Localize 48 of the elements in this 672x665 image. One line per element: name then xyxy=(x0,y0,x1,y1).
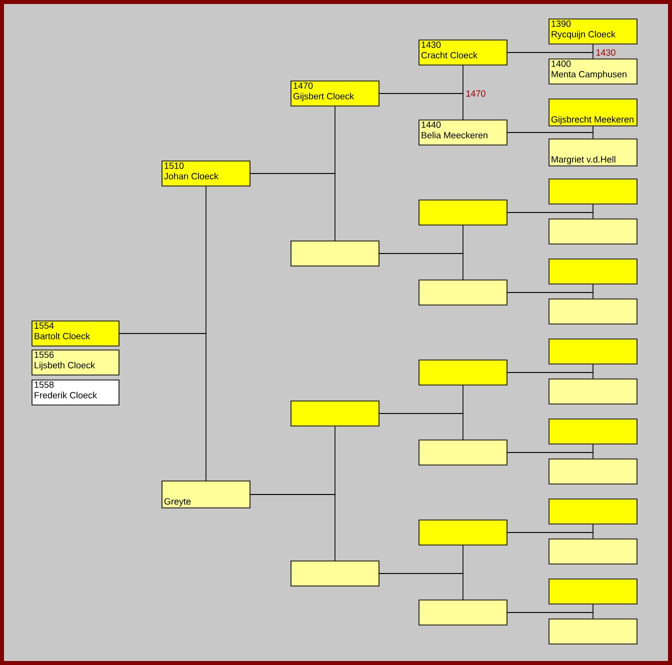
person-box xyxy=(548,378,638,404)
person-box xyxy=(418,520,508,546)
connector-line xyxy=(250,173,336,242)
person-box xyxy=(548,338,638,364)
person-box: 1510 Johan Cloeck xyxy=(162,160,250,186)
person-box xyxy=(548,418,638,444)
person-box: Margriet v.d.Hell xyxy=(548,138,638,166)
person-box xyxy=(418,280,508,306)
connector-line xyxy=(378,253,464,280)
connector-line xyxy=(506,612,594,620)
person-box: 1554 Bartolt Cloeck xyxy=(32,320,120,346)
person-box: 1440 Belia Meeckeren xyxy=(418,120,508,146)
person-box xyxy=(290,400,380,426)
connector-line xyxy=(506,532,594,540)
connector-line xyxy=(506,52,594,60)
connector-line xyxy=(506,212,594,220)
connector-line xyxy=(506,292,594,300)
connector-line xyxy=(506,132,594,140)
connector-line xyxy=(250,494,336,562)
person-box xyxy=(548,618,638,644)
connector-line xyxy=(378,413,464,440)
person-box: 1558 Frederik Cloeck xyxy=(32,380,120,406)
person-box: 1400 Menta Camphusen xyxy=(548,58,638,84)
person-box xyxy=(548,538,638,564)
person-box xyxy=(548,258,638,284)
person-box xyxy=(548,578,638,604)
person-box: 1556 Lijsbeth Cloeck xyxy=(32,350,120,376)
person-box: 1390 Rycquijn Cloeck xyxy=(548,18,638,44)
connector-line xyxy=(506,372,594,380)
connector-line xyxy=(506,452,594,460)
person-box xyxy=(548,298,638,324)
person-box xyxy=(290,240,380,266)
person-box: Gijsbrecht Meekeren xyxy=(548,98,638,126)
person-box xyxy=(418,600,508,626)
person-box: Greyte xyxy=(162,480,250,508)
person-box xyxy=(548,498,638,524)
person-box xyxy=(548,218,638,244)
person-box xyxy=(548,458,638,484)
person-box: 1470 Gijsbert Cloeck xyxy=(290,80,380,106)
person-box xyxy=(418,200,508,226)
person-box xyxy=(418,360,508,386)
connector-line xyxy=(118,333,206,482)
person-box: 1430 Cracht Cloeck xyxy=(418,40,508,66)
person-box xyxy=(548,178,638,204)
connector-line xyxy=(378,93,464,120)
person-box xyxy=(418,440,508,466)
person-box xyxy=(290,560,380,586)
connector-line xyxy=(378,573,464,600)
